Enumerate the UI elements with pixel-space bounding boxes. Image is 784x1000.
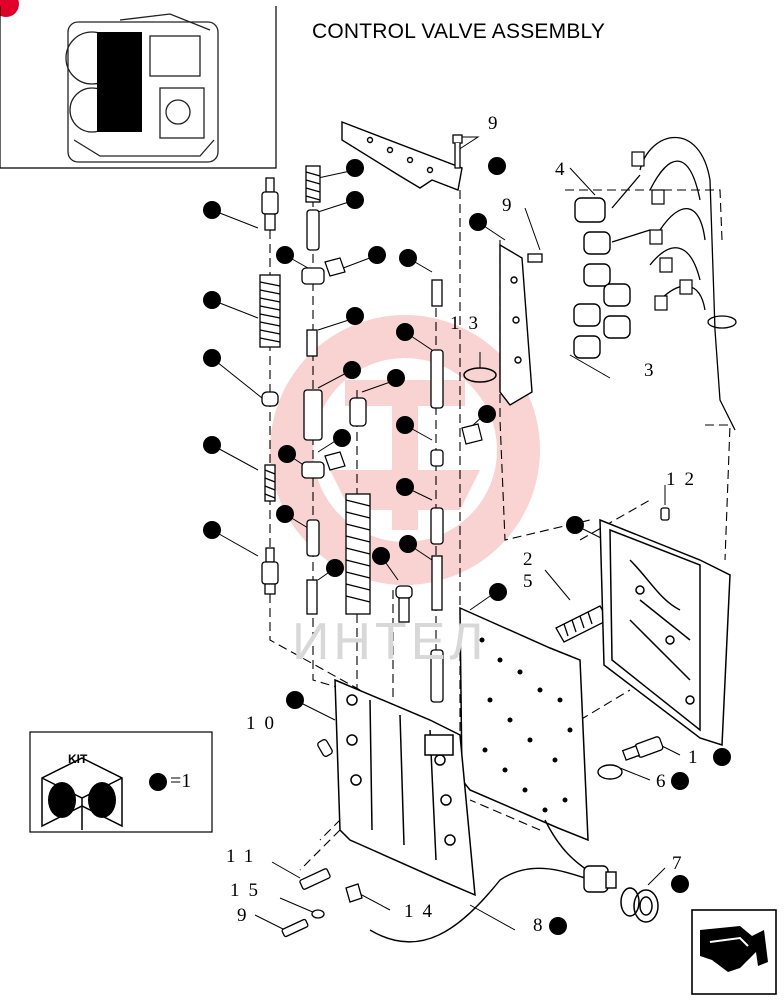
callout-13: 13	[450, 313, 487, 334]
callout-1: 1	[688, 747, 707, 768]
watermark-text: ИНТЕЛ	[292, 613, 488, 671]
plug-left[interactable]	[261, 391, 279, 407]
bolt-11[interactable]	[299, 868, 331, 890]
callout-14: 14	[404, 901, 441, 922]
kit-cube-icon	[41, 757, 123, 830]
bolt-9-lower[interactable]	[281, 918, 309, 938]
callout-7: 7	[672, 853, 691, 874]
callout-11: 11	[226, 846, 263, 867]
seal-7[interactable]	[620, 887, 659, 923]
reference-dots	[149, 157, 731, 935]
callout-8: 8	[533, 915, 552, 936]
bolt-9-top[interactable]	[452, 134, 463, 169]
spring-left-small[interactable]	[264, 464, 276, 502]
spool-lower-left[interactable]	[261, 547, 279, 595]
dowel-pin-10[interactable]	[317, 739, 334, 758]
gasket-plate-top[interactable]	[341, 120, 463, 191]
callout-15: 15	[230, 880, 267, 901]
dowel-pin-12[interactable]	[660, 507, 670, 521]
callout-5: 5	[523, 571, 542, 592]
o-ring-13[interactable]	[463, 367, 497, 383]
callout-4: 4	[555, 159, 574, 180]
solenoid-valves[interactable]	[573, 197, 631, 359]
solenoid-bracket[interactable]	[499, 243, 533, 406]
callout-6: 6	[656, 771, 675, 792]
washer-15[interactable]	[311, 909, 325, 919]
spring-mid-top[interactable]	[305, 165, 321, 203]
spring-5[interactable]	[555, 605, 609, 643]
spool-center[interactable]	[345, 397, 371, 615]
kit-legend-box	[29, 731, 213, 833]
callout-9-lower: 9	[237, 905, 256, 926]
sensor-1[interactable]	[621, 736, 664, 761]
o-ring-6[interactable]	[597, 764, 623, 780]
spool-valve-left[interactable]	[261, 177, 279, 231]
callout-9-top: 9	[488, 113, 507, 134]
callout-12: 12	[666, 469, 703, 490]
transmission-thumbnail-icon[interactable]	[0, 6, 277, 169]
callout-2: 2	[523, 549, 542, 570]
spring-left-large[interactable]	[259, 274, 281, 348]
valve-body-main[interactable]	[599, 518, 731, 747]
callout-3: 3	[644, 360, 663, 381]
callout-10: 10	[246, 713, 283, 734]
page-title: CONTROL VALVE ASSEMBLY	[312, 20, 606, 43]
harness-connectors[interactable]	[631, 151, 693, 311]
connector-plug[interactable]	[583, 865, 617, 893]
callout-9-bracket: 9	[502, 195, 521, 216]
kit-equals: =1	[170, 770, 192, 792]
navigation-arrow-icon[interactable]	[691, 909, 777, 995]
clip-14[interactable]	[345, 883, 363, 903]
plug-center[interactable]	[395, 585, 413, 623]
clip-small[interactable]	[324, 257, 483, 471]
corner-badge-icon	[0, 0, 19, 17]
bolt-9-bracket[interactable]	[527, 253, 543, 263]
valve-housing-lower[interactable]	[334, 678, 476, 897]
spool-right[interactable]	[430, 279, 444, 703]
wiring-harness-top[interactable]	[611, 137, 737, 431]
kit-label: KIT	[68, 752, 88, 766]
spool-mid[interactable]	[301, 209, 325, 615]
